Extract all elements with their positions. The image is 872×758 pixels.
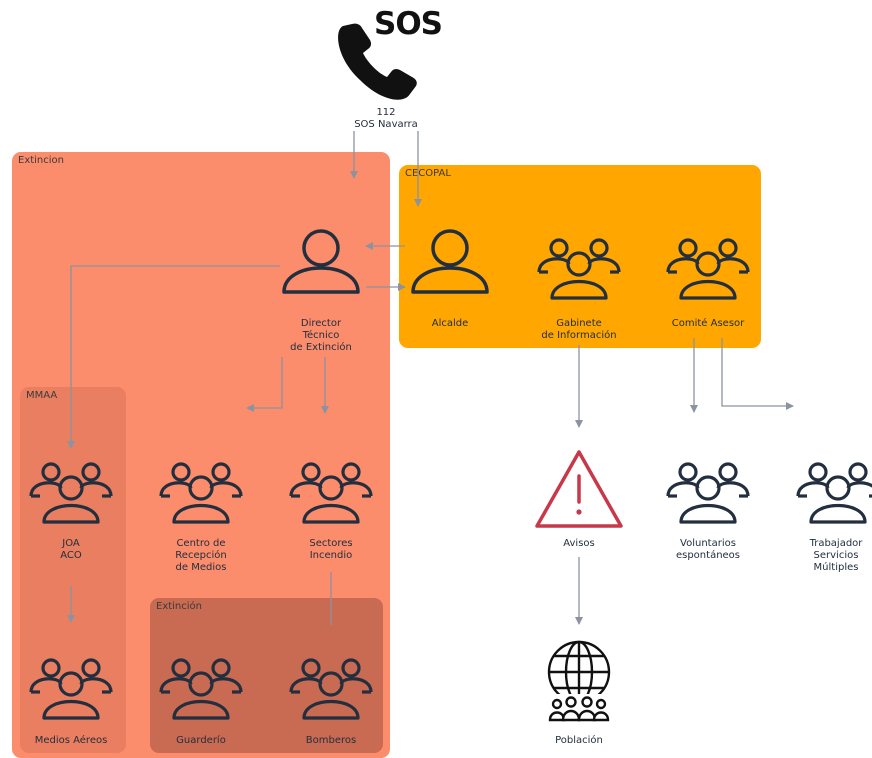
sos-navarra-label: 112 SOS Navarra: [354, 107, 418, 130]
centro-label: Centro de Recepción de Medios: [175, 538, 227, 573]
globe-people-icon: [547, 640, 611, 722]
trabajador-label: Trabajador Servicios Múltiples: [809, 538, 863, 573]
voluntarios-label: Voluntarios espontáneos: [675, 538, 741, 561]
joa-group-icon: [29, 462, 113, 524]
gabinete-label: Gabinete de Información: [541, 318, 617, 341]
bomberos-label: Bomberos: [305, 735, 357, 746]
sectores-group-icon: [289, 462, 373, 524]
gabinete-group-icon: [537, 238, 621, 300]
voluntarios-group-icon: [666, 462, 750, 524]
alcalde-label: Alcalde: [431, 318, 469, 329]
extincion-inner-group-label: Extinción: [156, 601, 203, 612]
phone-icon: [338, 23, 417, 100]
warning-icon: [535, 450, 623, 528]
centro-group-icon: [159, 462, 243, 524]
guarderio-group-icon: [159, 658, 243, 720]
avisos-label: Avisos: [563, 538, 595, 549]
connector-comite-trabajador: [721, 338, 794, 410]
poblacion-label: Población: [555, 735, 603, 746]
guarderio-label: Guarderío: [176, 735, 226, 746]
director-person-icon: [282, 229, 360, 294]
sos-logo-text: SOS: [374, 6, 443, 42]
mmaa-group-label: MMAA: [26, 390, 58, 401]
trabajador-group-icon: [796, 462, 872, 524]
alcalde-person-icon: [411, 229, 489, 294]
extincion-group-label: Extincion: [18, 155, 65, 166]
medios-aereos-group-icon: [29, 658, 113, 720]
sectores-label: Sectores Incendio: [309, 538, 353, 561]
comite-label: Comité Asesor: [671, 318, 745, 329]
joa-label: JOA ACO: [60, 538, 82, 561]
extincion-inner-group: Extinción: [150, 598, 383, 753]
medios-aereos-label: Medios Aéreos: [34, 735, 108, 746]
connector-director-joa: [67, 265, 280, 449]
cecopal-group-label: CECOPAL: [405, 168, 451, 179]
bomberos-group-icon: [289, 658, 373, 720]
comite-group-icon: [666, 238, 750, 300]
connector-director-centro: [246, 357, 283, 412]
director-label: Director Técnico de Extinción: [290, 318, 352, 353]
